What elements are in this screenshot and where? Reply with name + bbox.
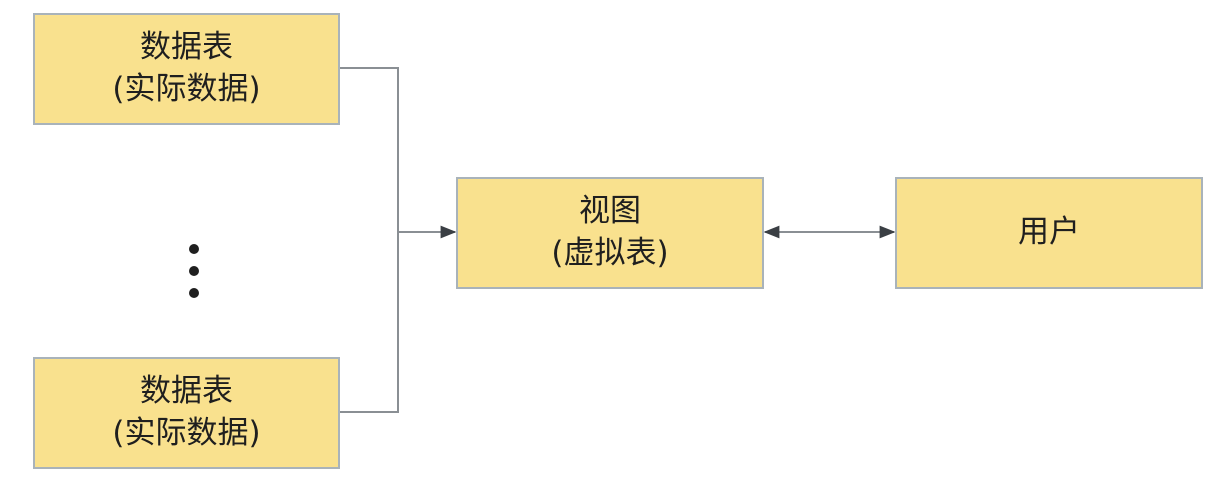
data-table-subtitle: (实际数据) [112, 71, 261, 107]
data-table-subtitle: (实际数据) [112, 415, 261, 451]
data-table-title: 数据表 [140, 29, 233, 66]
user-title: 用户 [1018, 214, 1080, 251]
data-table-title: 数据表 [140, 373, 233, 410]
view-title: 视图 [579, 193, 641, 230]
user-box: 用户 [895, 177, 1203, 289]
data-table-box-top: 数据表 (实际数据) [33, 13, 340, 125]
connector-table-top [340, 67, 399, 232]
ellipsis-dot [189, 244, 199, 254]
view-subtitle: (虚拟表) [551, 235, 669, 271]
connector-table-bottom [340, 232, 399, 413]
ellipsis-dot [189, 288, 199, 298]
data-table-box-bottom: 数据表 (实际数据) [33, 357, 340, 469]
ellipsis-dot [189, 266, 199, 276]
view-box: 视图 (虚拟表) [456, 177, 764, 289]
